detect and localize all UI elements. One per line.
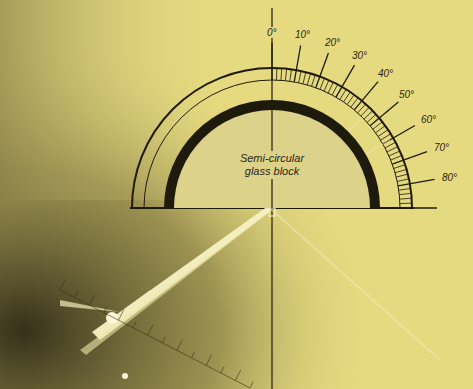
scale-tick [354, 82, 378, 110]
scale-tick [400, 198, 412, 200]
scale-tick [307, 73, 310, 85]
angle-label: 70° [433, 142, 450, 153]
scale-tick [299, 71, 301, 83]
shadow [0, 0, 473, 200]
ruler-tick [206, 355, 211, 366]
scale-tick [361, 107, 369, 116]
glass-block: Semi-circular glass block [160, 96, 384, 208]
angle-label: 20° [324, 37, 341, 48]
scale-tick [344, 92, 351, 102]
scale-tick [392, 152, 427, 165]
ruler-tick [89, 295, 94, 306]
block-label: Semi-circular glass block [227, 151, 317, 179]
light-spot [106, 312, 118, 324]
scale-tick [347, 95, 354, 105]
scale-tick [294, 46, 300, 82]
ruler-tick [162, 337, 165, 343]
scale-tick [378, 130, 388, 137]
scale-tick [387, 147, 398, 152]
scale-tick [389, 151, 400, 156]
scale-tick [320, 78, 324, 89]
ruler-tick [177, 340, 182, 351]
incident-ray [92, 206, 272, 340]
light-streak [120, 290, 152, 312]
ruler-tick [60, 279, 65, 290]
scale-tick [381, 134, 391, 140]
ruler-edge [60, 290, 250, 388]
scale-tick [358, 104, 366, 113]
scale-tick [400, 203, 412, 204]
scale-tick [394, 165, 405, 169]
protractor-scale [132, 43, 437, 208]
angle-label: 10° [294, 29, 311, 40]
ruler-tick [104, 306, 107, 312]
scale-tick [324, 80, 329, 91]
scale-tick [316, 53, 329, 88]
scale-tick [373, 122, 382, 129]
angle-label: 40° [377, 68, 394, 79]
normal-line [271, 8, 272, 389]
ruler-tick [235, 370, 240, 381]
scale-tick [280, 68, 282, 80]
light-spot [122, 373, 128, 379]
ruler-tick [133, 322, 136, 328]
ruler-tick [192, 352, 195, 358]
reflected-ray [80, 210, 272, 355]
ruler-ticks [60, 279, 253, 388]
ruler-tick [148, 325, 153, 336]
scale-tick [399, 193, 411, 194]
angle-label: 60° [420, 114, 437, 125]
angle-label: 50° [398, 89, 415, 100]
scale-tick [370, 102, 398, 126]
ruler-tick [250, 382, 253, 388]
refracted-ray [272, 210, 440, 360]
ruler-tick [221, 367, 224, 373]
scale-tick [303, 72, 306, 84]
scale-tick [376, 126, 386, 133]
scale-tick [397, 179, 409, 181]
scale-tick [332, 84, 338, 95]
ruler-tick [118, 310, 123, 321]
scale-tick [328, 82, 333, 93]
scale-tick [290, 69, 292, 81]
scale-tick [276, 68, 277, 80]
scale-tick [396, 174, 408, 177]
scale-tick [336, 65, 355, 97]
scale-tick [398, 179, 434, 185]
ruler-tick [75, 291, 78, 297]
scale-tick [364, 111, 373, 119]
scale-tick [340, 89, 346, 99]
scale-tick [385, 142, 396, 148]
scale-tick [395, 169, 407, 172]
scale-tick [312, 75, 316, 86]
scale-tick [285, 69, 286, 81]
scale-tick [399, 189, 411, 191]
angle-label: 0° [266, 27, 278, 38]
scale-tick [391, 156, 402, 160]
angle-label: 80° [441, 172, 458, 183]
angle-label: 30° [351, 50, 368, 61]
